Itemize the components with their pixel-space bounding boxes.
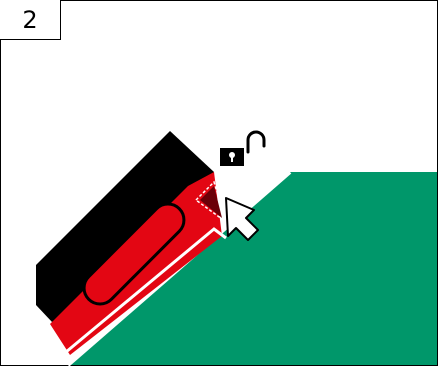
- green-surface: [68, 172, 437, 365]
- mouse-pointer-icon: [225, 197, 259, 241]
- latch-dashed-highlight: [194, 180, 228, 224]
- device-slot: [82, 202, 186, 306]
- unlocked-padlock-icon: [220, 130, 266, 166]
- step-number: 2: [0, 0, 61, 40]
- device: [36, 131, 228, 355]
- latch-tab: [200, 186, 222, 218]
- device-body: [36, 131, 214, 322]
- red-base-edge: [65, 227, 227, 354]
